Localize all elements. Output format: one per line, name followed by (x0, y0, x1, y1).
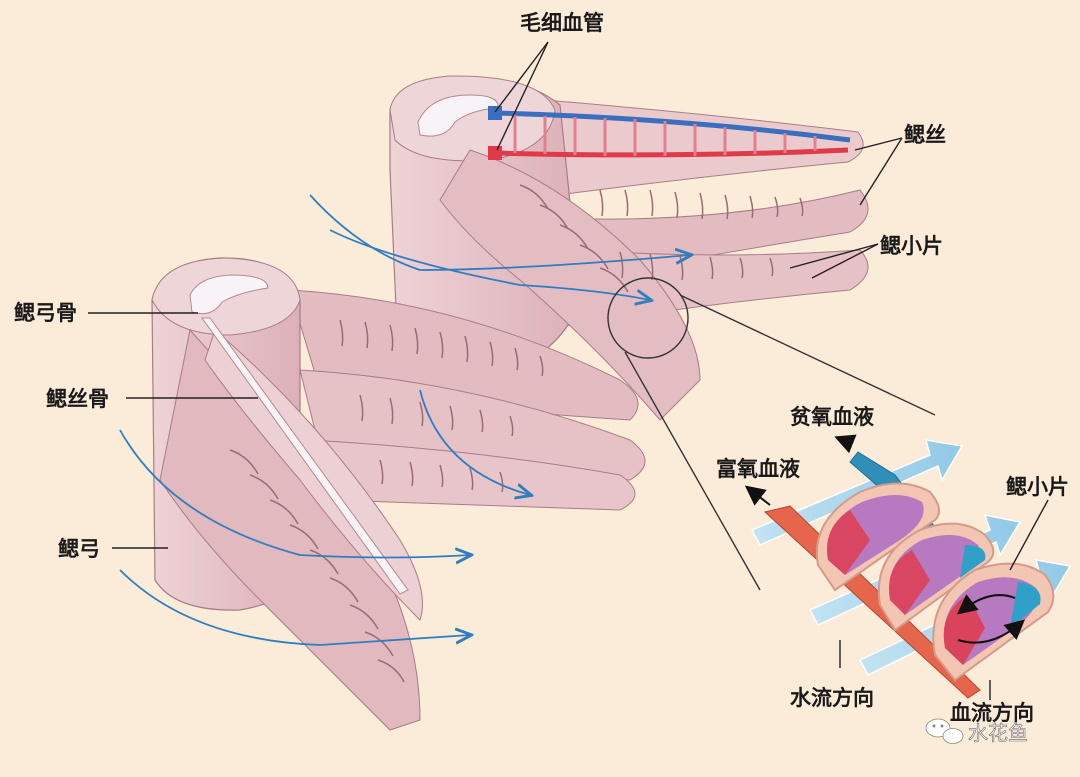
label-water-flow-direction: 水流方向 (790, 686, 874, 710)
label-gill-lamella-top: 鳃小片 (880, 234, 943, 258)
label-deoxygenated-blood: 贫氧血液 (790, 405, 874, 429)
deoxygenated-blood-arrow (834, 434, 857, 454)
label-gill-lamella-inset: 鳃小片 (1006, 475, 1069, 499)
label-oxygenated-blood: 富氧血液 (716, 457, 800, 481)
label-gill-arch-bone: 鳃弓骨 (14, 301, 77, 325)
capillary-network (488, 106, 851, 160)
label-capillaries: 毛细血管 (520, 11, 604, 35)
oxygenated-blood-arrow (744, 485, 771, 506)
lamella-inset (744, 434, 1072, 699)
wechat-icon (925, 718, 964, 744)
label-gill-arch: 鳃弓 (58, 537, 100, 561)
leader-lines (88, 41, 1049, 700)
magnifier (607, 277, 936, 591)
front-gill-arch (151, 257, 646, 731)
front-gill-filaments (289, 289, 646, 511)
water-flow-arrows (119, 194, 690, 646)
watermark: 水花鱼 (925, 718, 1028, 745)
label-gill-filament: 鳃丝 (904, 123, 946, 147)
watermark-text: 水花鱼 (968, 721, 1028, 745)
back-gill-arch (389, 75, 869, 421)
label-gill-filament-bone: 鳃丝骨 (46, 387, 109, 411)
label-blood-flow-direction: 血流方向 (950, 701, 1034, 725)
counter-current-arrows (956, 594, 1026, 644)
labels: 毛细血管 鳃丝 鳃小片 鳃弓骨 鳃丝骨 鳃弓 贫氧血液 富氧血液 鳃小片 水流方… (14, 11, 1069, 725)
